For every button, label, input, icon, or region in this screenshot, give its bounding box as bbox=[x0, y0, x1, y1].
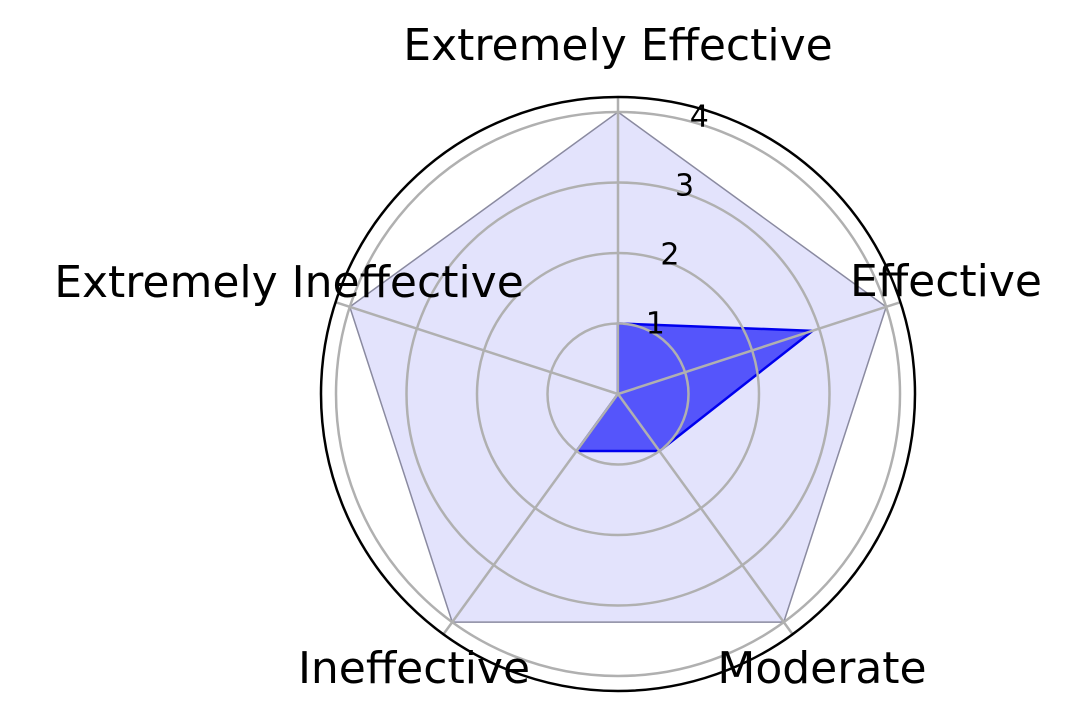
category-label-extremely-ineffective: Extremely Ineffective bbox=[54, 257, 524, 308]
spoke-5 bbox=[335, 301, 619, 396]
spoke-2 bbox=[617, 301, 901, 396]
spoke-3 bbox=[616, 393, 794, 636]
spoke-4 bbox=[442, 393, 620, 636]
radial-tick-label-3: 3 bbox=[675, 169, 694, 204]
category-label-effective: Effective bbox=[850, 256, 1042, 307]
radial-tick-label-1: 1 bbox=[646, 307, 665, 342]
polar-frame-circle bbox=[319, 95, 917, 693]
radial-tick-label-4: 4 bbox=[690, 100, 709, 135]
category-label-ineffective: Ineffective bbox=[298, 643, 530, 694]
polar-frame bbox=[319, 95, 917, 693]
category-label-extremely-effective: Extremely Effective bbox=[403, 20, 832, 71]
grid-layer bbox=[334, 97, 902, 678]
radial-tick-labels: 1 2 3 4 bbox=[646, 100, 709, 342]
radial-tick-label-2: 2 bbox=[660, 238, 679, 273]
category-label-moderate: Moderate bbox=[717, 643, 926, 694]
